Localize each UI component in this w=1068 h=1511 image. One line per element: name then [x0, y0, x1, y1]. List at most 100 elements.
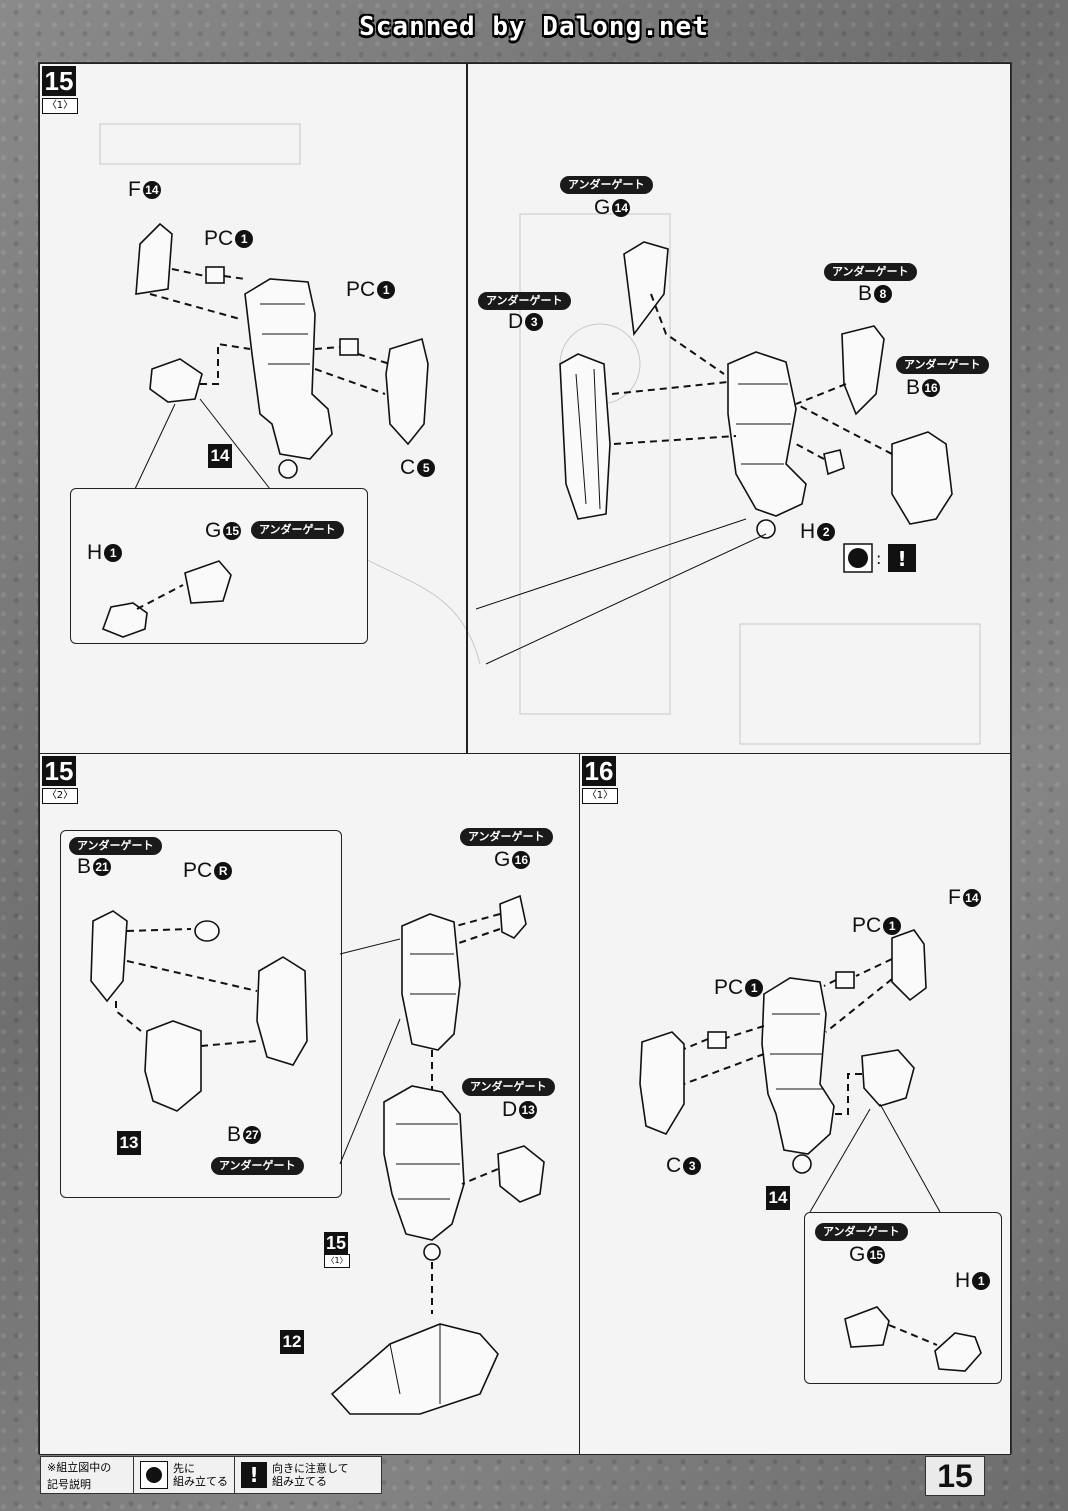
part-label-g16: G 16: [494, 848, 531, 872]
part-letter: H: [87, 541, 103, 564]
leg-assembly-drawing: [134, 222, 429, 490]
part-number-badge: 1: [235, 230, 254, 248]
under-gate-tag-g14: アンダーゲート: [560, 176, 653, 194]
part-letter: B: [227, 1123, 242, 1146]
part-letter: D: [502, 1098, 518, 1121]
part-number-badge: 15: [867, 1246, 886, 1264]
legend-text: 組み立てる: [272, 1475, 327, 1488]
part-label-g15: G 15: [205, 519, 242, 543]
part-letter: F: [128, 178, 141, 201]
symbol-legend: ※組立図中の 記号説明 先に 組み立てる ! 向きに注意して 組み立てる: [40, 1456, 382, 1494]
part-letter: PC: [183, 859, 213, 882]
part-label-d13: D 13: [502, 1098, 538, 1122]
part-number-badge: 16: [512, 851, 531, 869]
legend-text: 先に: [173, 1462, 195, 1475]
part-letter: F: [948, 886, 961, 909]
part-letter: G: [205, 519, 222, 542]
step-15-2-panel: 15 〈2〉 アンダーゲート B 21 PC R 13: [39, 753, 581, 1455]
part-label-pc1: PC 1: [204, 227, 254, 251]
part-letter: C: [666, 1154, 682, 1177]
step-substep: 〈2〉: [42, 788, 78, 804]
part-number-badge: 1: [377, 281, 396, 299]
part-letter: H: [800, 520, 816, 543]
part-number-badge: 13: [519, 1101, 538, 1119]
assembly-ref-box: 14: [208, 444, 232, 468]
part-label-d3: D 3: [508, 310, 544, 334]
under-gate-tag-b8: アンダーゲート: [824, 263, 917, 281]
part-number-badge: 1: [104, 544, 123, 562]
inset-drawing: [844, 1306, 982, 1372]
part-number-badge: 1: [745, 979, 764, 997]
part-number-badge: 21: [93, 858, 112, 876]
ref-step-number: 15: [324, 1232, 348, 1254]
legend-text: 向きに注意して: [272, 1462, 349, 1475]
scan-credit: Scanned by Dalong.net: [359, 12, 709, 42]
part-label-pc1-b: PC 1: [714, 976, 764, 1000]
step-substep: 〈1〉: [42, 98, 78, 114]
part-number-badge: 1: [883, 917, 902, 935]
part-number-badge: 3: [525, 313, 544, 331]
legend-title-line: 記号説明: [47, 1477, 91, 1491]
part-number-badge: 1: [972, 1272, 991, 1290]
part-label-c5: C 5: [400, 456, 436, 480]
under-gate-tag-d13: アンダーゲート: [462, 1078, 555, 1096]
part-label-c3: C 3: [666, 1154, 702, 1178]
part-letter: G: [494, 848, 511, 871]
ref-step-substep: 〈1〉: [324, 1254, 350, 1268]
part-letter: D: [508, 310, 524, 333]
part-letter: B: [858, 282, 873, 305]
thigh-and-skirt-drawing: [330, 894, 545, 1415]
warning-icon: !: [241, 1462, 267, 1488]
legend-item-orientation: ! 向きに注意して 組み立てる: [235, 1457, 355, 1493]
part-label-b8: B 8: [858, 282, 893, 306]
svg-text:!: !: [897, 547, 906, 571]
part-label-pc1: PC 1: [852, 914, 902, 938]
part-label-b21: B 21: [77, 855, 112, 879]
part-number-badge: 8: [874, 285, 893, 303]
detail-inset: H 1 G 15 アンダーゲート: [70, 488, 368, 644]
part-letter: PC: [714, 976, 744, 999]
step-number: 15: [42, 756, 76, 786]
part-label-g14: G 14: [594, 196, 631, 220]
part-label-f14: F 14: [128, 178, 161, 202]
assembly-ref-box: 13: [117, 1131, 141, 1155]
part-number-badge: 14: [612, 199, 631, 217]
part-letter: B: [906, 376, 921, 399]
part-label-b27: B 27: [227, 1123, 262, 1147]
part-letter: PC: [852, 914, 882, 937]
detail-inset: アンダーゲート G 15 H 1: [804, 1212, 1002, 1384]
legend-title-line: ※組立図中の: [47, 1460, 112, 1474]
under-gate-tag-b21: アンダーゲート: [69, 837, 162, 855]
leg-armor-drawing: : !: [475, 241, 953, 665]
part-number-badge: 27: [243, 1126, 262, 1144]
part-letter: H: [955, 1269, 971, 1292]
part-label-pcr: PC R: [183, 859, 233, 883]
part-label-h1: H 1: [955, 1269, 991, 1293]
part-number-badge: 2: [817, 523, 836, 541]
under-gate-tag: アンダーゲート: [251, 521, 344, 539]
detail-inset: アンダーゲート B 21 PC R 13 B 27 アンダーゲート: [60, 830, 342, 1198]
assemble-first-icon: [140, 1461, 168, 1489]
part-label-pc1-b: PC 1: [346, 278, 396, 302]
part-letter: G: [849, 1243, 866, 1266]
panel-divider: [466, 64, 468, 754]
legend-title: ※組立図中の 記号説明: [41, 1457, 134, 1493]
step-substep: 〈1〉: [582, 788, 618, 804]
part-number-badge: 16: [922, 379, 941, 397]
leg-assembly-drawing: [639, 929, 941, 1213]
top-panel: 15 〈1〉: [39, 63, 1011, 755]
part-label-h1: H 1: [87, 541, 123, 565]
part-label-h2: H 2: [800, 520, 836, 544]
part-letter: PC: [346, 278, 376, 301]
instruction-sheet: 15 〈1〉: [38, 62, 1012, 1455]
part-number-badge: 3: [683, 1157, 702, 1175]
legend-text: 組み立てる: [173, 1475, 228, 1488]
assembly-ref-box: 12: [280, 1330, 304, 1354]
inset-drawing: [101, 560, 232, 638]
part-number-badge: 14: [962, 889, 981, 907]
part-label-b16: B 16: [906, 376, 941, 400]
part-number-badge: 15: [223, 522, 242, 540]
part-letter: G: [594, 196, 611, 219]
legend-item-assemble-first: 先に 組み立てる: [134, 1457, 235, 1493]
step-number: 15: [42, 66, 76, 96]
